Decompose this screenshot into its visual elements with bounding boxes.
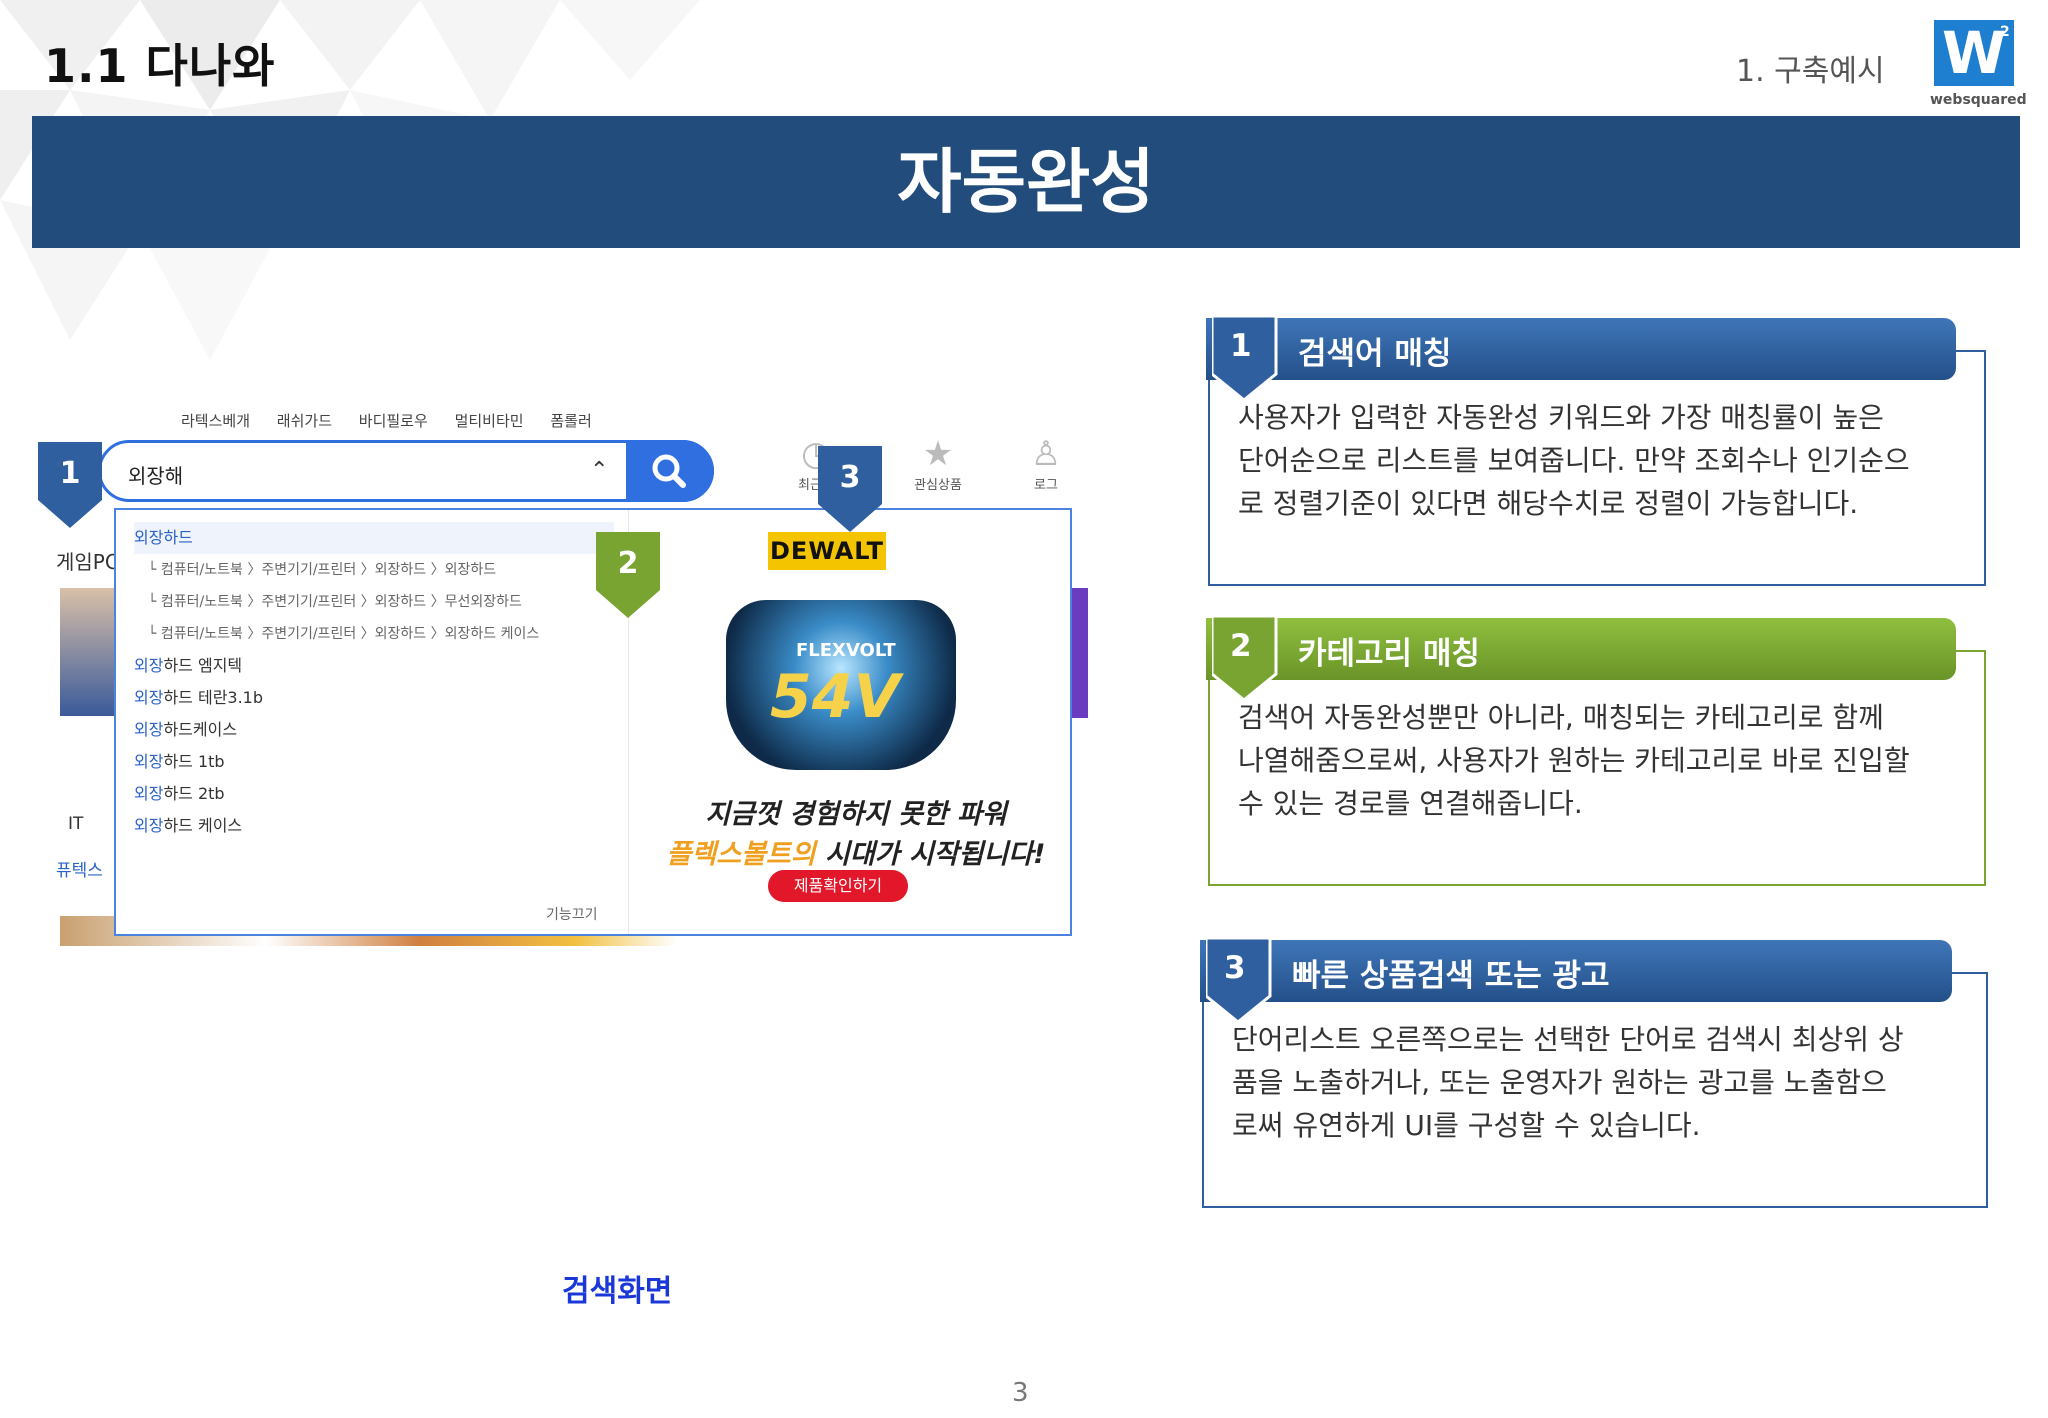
suggestion-keyword[interactable]: 외장하드 테란3.1b bbox=[134, 688, 264, 707]
websquared-logo: W 2 websquared bbox=[1930, 19, 2027, 108]
suggestion-keyword[interactable]: 외장하드 2tb bbox=[134, 784, 225, 803]
suggestion-keyword[interactable]: 외장하드 엠지텍 bbox=[134, 656, 243, 675]
ad-headline: 지금껏 경험하지 못한 파워 bbox=[705, 799, 1007, 830]
suggestion-category[interactable]: └ 컴퓨터/노트북 〉주변기기/프린터 〉외장하드 〉외장하드 케이스 bbox=[148, 626, 540, 642]
suggestion-keyword[interactable]: 외장하드 1tb bbox=[134, 752, 225, 771]
callout-card-2: 2 카테고리 매칭 검색어 자동완성뿐만 아니라, 매칭되는 카테고리로 함께 … bbox=[1206, 616, 1990, 888]
suggestion-category[interactable]: └ 컴퓨터/노트북 〉주변기기/프린터 〉외장하드 〉외장하드 bbox=[148, 562, 497, 578]
card-body: 단어리스트 오른쪽으로는 선택한 단어로 검색시 최상위 상 품을 노출하거나,… bbox=[1232, 1023, 1904, 1142]
ad-banner[interactable]: DEWALT FLEXVOLT 54V 지금껏 경험하지 못한 파워 플렉스볼트… bbox=[646, 520, 1066, 920]
ad-subline: 플렉스볼트의 시대가 시작됩니다! bbox=[666, 839, 1046, 870]
search-box[interactable] bbox=[98, 440, 714, 502]
suggestion-keyword[interactable]: 외장하드케이스 bbox=[134, 720, 238, 739]
autocomplete-dropdown: 외장하드 └ 컴퓨터/노트북 〉주변기기/프린터 〉외장하드 〉외장하드 └ 컴… bbox=[114, 508, 1072, 936]
suggestion-category[interactable]: └ 컴퓨터/노트북 〉주변기기/프린터 〉외장하드 〉무선외장하드 bbox=[148, 594, 522, 610]
search-button[interactable] bbox=[626, 440, 714, 502]
popular-keyword[interactable]: 폼롤러 bbox=[550, 412, 592, 430]
page-title: 1.1 다나와 bbox=[44, 39, 276, 93]
side-label: 퓨텍스 bbox=[56, 861, 103, 881]
chevron-up-icon[interactable]: ⌃ bbox=[590, 458, 609, 483]
card-title: 카테고리 매칭 bbox=[1298, 636, 1480, 672]
marker-1: 1 bbox=[38, 442, 102, 528]
card-body: 사용자가 입력한 자동완성 키워드와 가장 매칭률이 높은 단어순으로 리스트를… bbox=[1238, 401, 1910, 520]
login[interactable]: ♙ 로그 bbox=[1006, 434, 1086, 493]
user-icon: ♙ bbox=[1030, 434, 1062, 474]
search-input[interactable]: 외장해 bbox=[128, 464, 184, 488]
product-check-button[interactable]: 제품확인하기 bbox=[768, 870, 908, 902]
disable-autocomplete-link[interactable]: 기능끄기 bbox=[546, 907, 598, 923]
suggestion-keyword[interactable]: 외장하드 bbox=[134, 522, 614, 554]
star-icon: ★ bbox=[922, 434, 954, 474]
search-screenshot: 라텍스베개 래쉬가드 바디필로우 멀티비타민 폼롤러 외장해 ⌃ ◷ 최근본 ★… bbox=[56, 398, 1088, 946]
side-label: IT bbox=[68, 814, 84, 834]
side-label: 게임PC bbox=[56, 550, 119, 574]
wishlist[interactable]: ★ 관심상품 bbox=[898, 434, 978, 493]
brand-logo: DEWALT bbox=[768, 532, 886, 570]
number-badge bbox=[1212, 616, 1278, 700]
popular-keywords: 라텍스베개 래쉬가드 바디필로우 멀티비타민 폼롤러 bbox=[181, 410, 614, 431]
card-body: 검색어 자동완성뿐만 아니라, 매칭되는 카테고리로 함께 나열해줌으로써, 사… bbox=[1238, 701, 1910, 820]
page-number: 3 bbox=[1012, 1378, 1029, 1408]
search-icon bbox=[652, 454, 686, 488]
popular-keyword[interactable]: 라텍스베개 bbox=[181, 412, 251, 430]
number-badge bbox=[1206, 938, 1272, 1022]
player-thumbnail bbox=[60, 588, 116, 716]
popular-keyword[interactable]: 바디필로우 bbox=[358, 412, 428, 430]
popular-keyword[interactable]: 멀티비타민 bbox=[454, 412, 524, 430]
callout-card-3: 3 빠른 상품검색 또는 광고 단어리스트 오른쪽으로는 선택한 단어로 검색시… bbox=[1200, 938, 1990, 1210]
banner-title: 자동완성 bbox=[897, 141, 1155, 223]
title-banner: 자동완성 bbox=[32, 116, 2020, 248]
battery-image: FLEXVOLT 54V bbox=[726, 600, 956, 770]
suggestion-keyword[interactable]: 외장하드 케이스 bbox=[134, 816, 243, 835]
card-title: 빠른 상품검색 또는 광고 bbox=[1292, 958, 1610, 994]
number-badge bbox=[1212, 316, 1278, 400]
screenshot-caption: 검색화면 bbox=[562, 1274, 673, 1309]
callout-card-1: 1 검색어 매칭 사용자가 입력한 자동완성 키워드와 가장 매칭률이 높은 단… bbox=[1206, 316, 1990, 588]
suggestion-list: 외장하드 └ 컴퓨터/노트북 〉주변기기/프린터 〉외장하드 〉외장하드 └ 컴… bbox=[134, 522, 614, 842]
section-label: 1. 구축예시 bbox=[1736, 54, 1885, 89]
popular-keyword[interactable]: 래쉬가드 bbox=[276, 412, 332, 430]
card-title: 검색어 매칭 bbox=[1298, 336, 1452, 372]
marker-2: 2 bbox=[596, 532, 660, 618]
marker-3: 3 bbox=[818, 446, 882, 532]
